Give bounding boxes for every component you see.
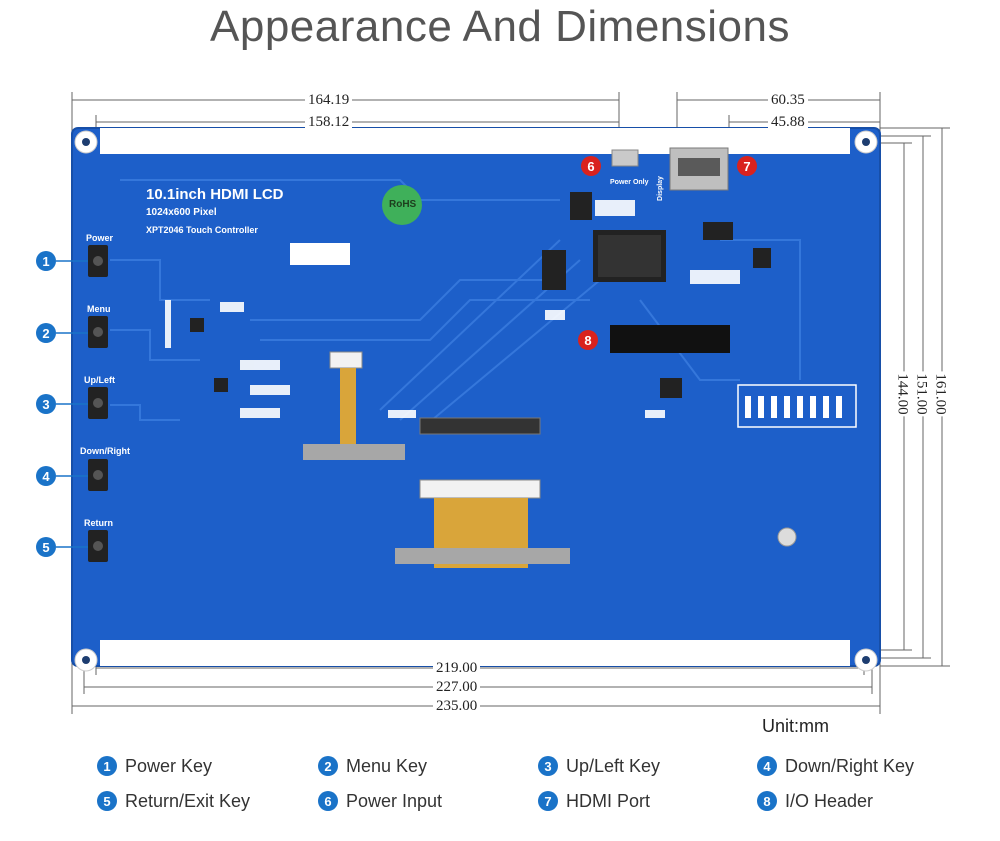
callout-badge-4: 4 [36,466,56,486]
dim-right-1: 144.00 [894,371,911,417]
legend-label: Power Input [346,790,443,811]
page-title: Appearance And Dimensions [210,2,790,51]
dim-bottom-3: 235.00 [433,698,481,714]
legend-item: 1 Power Key [97,754,212,778]
legend-badge: 5 [97,791,117,811]
legend-label: Up/Left Key [566,755,661,776]
legend-badge: 8 [757,791,777,811]
callout-badge-8: 8 [578,330,598,350]
legend-badge: 4 [757,756,777,776]
dim-top-right-outer: 60.35 [768,92,808,108]
callout-badge-6: 6 [581,156,601,176]
callout-badge-7: 7 [737,156,757,176]
dim-top-inner: 158.12 [305,114,353,130]
legend-item: 3 Up/Left Key [538,754,660,778]
callout-badge-1: 1 [36,251,56,271]
button-label-return: Return [84,518,113,528]
board-resolution: 1024x600 Pixel [146,207,217,218]
board-controller: XPT2046 Touch Controller [146,225,258,235]
dim-top-right-inner: 45.88 [768,114,808,130]
power-only-label: Power Only [610,179,649,186]
callout-badge-5: 5 [36,537,56,557]
legend-badge: 1 [97,756,117,776]
dim-right-2: 151.00 [913,371,930,417]
legend-badge: 7 [538,791,558,811]
dim-bottom-1: 219.00 [433,660,481,676]
rohs-label: RoHS [389,199,417,210]
legend-label: Down/Right Key [785,755,915,776]
dim-right-3: 161.00 [932,371,949,417]
legend-label: HDMI Port [566,790,651,811]
legend-label: Return/Exit Key [125,790,251,811]
legend-badge: 6 [318,791,338,811]
legend-item: 7 HDMI Port [538,789,650,813]
legend-badge: 3 [538,756,558,776]
dim-bottom-2: 227.00 [433,679,481,695]
board-name: 10.1inch HDMI LCD [146,186,284,203]
legend-item: 6 Power Input [318,789,442,813]
button-label-power: Power [86,233,114,243]
unit-label: Unit:mm [762,716,829,736]
legend-label: Power Key [125,755,213,776]
legend-item: 8 I/O Header [757,789,873,813]
dim-top-outer: 164.19 [305,92,353,108]
legend-label: I/O Header [785,790,874,811]
legend-item: 4 Down/Right Key [757,754,914,778]
callout-badge-3: 3 [36,394,56,414]
legend-label: Menu Key [346,755,428,776]
legend-item: 5 Return/Exit Key [97,789,250,813]
button-label-up-left: Up/Left [84,375,115,385]
legend-badge: 2 [318,756,338,776]
legend-item: 2 Menu Key [318,754,427,778]
button-label-down-right: Down/Right [80,446,130,456]
button-label-menu: Menu [87,304,111,314]
callout-badge-2: 2 [36,323,56,343]
display-label: Display [656,176,664,201]
